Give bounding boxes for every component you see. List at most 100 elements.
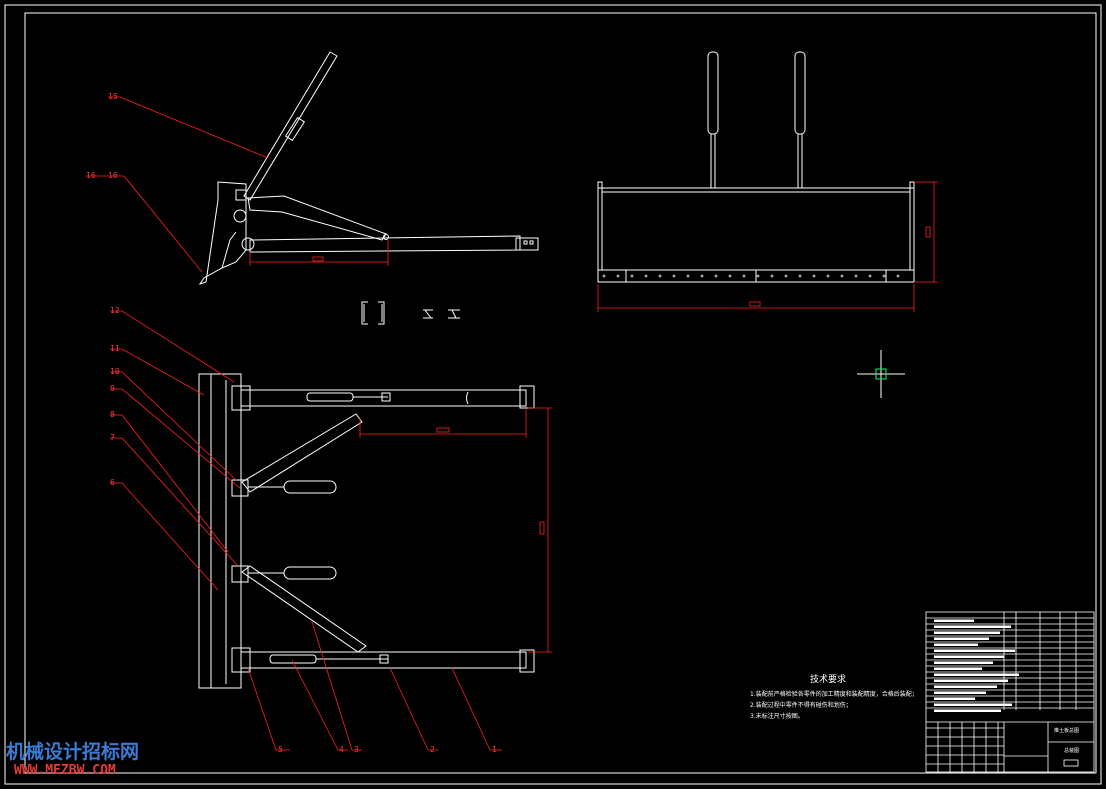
side-view-cylinder — [247, 195, 387, 241]
tech-req-line-3: 3.未标注尺寸按图。 — [750, 712, 804, 720]
part-label-3: 3 — [354, 745, 359, 754]
top-view-upper-hinge — [231, 385, 251, 411]
part-labels: 15 16 16 12 11 10 9 8 7 6 5 4 3 2 1 — [86, 92, 497, 754]
bolt-mark — [700, 274, 704, 278]
bolt-mark — [602, 274, 606, 278]
bolt-mark — [756, 274, 760, 278]
top-view-upper-cylinder — [306, 392, 354, 402]
bolt-mark — [840, 274, 844, 278]
tech-req-line-1: 1.装配前严格检验各零件的加工精度和装配精度，合格后装配； — [750, 690, 918, 698]
bolt-mark — [672, 274, 676, 278]
top-view — [198, 373, 535, 689]
front-view-cylinder-left — [707, 51, 719, 135]
bom-row-text — [934, 643, 978, 646]
front-view-blade — [597, 187, 915, 271]
top-view-dimensions — [359, 407, 552, 653]
title-block — [925, 611, 1095, 773]
front-view-cylinder-right — [794, 51, 806, 135]
bom-row-text — [934, 661, 993, 664]
bom-row-text — [934, 625, 1011, 628]
bolt-mark — [826, 274, 830, 278]
bom-row-text — [934, 703, 1012, 706]
part-label-8: 8 — [110, 410, 115, 419]
section-sketches — [361, 301, 460, 325]
top-view-upper-bracket — [231, 479, 249, 497]
side-view-beam-hole — [523, 240, 528, 245]
bom-row-text — [934, 637, 989, 640]
inner-border — [24, 12, 1097, 774]
top-view-lower-brace — [241, 565, 367, 653]
part-label-9: 9 — [110, 384, 115, 393]
channel-section-right — [378, 301, 385, 325]
part-label-16a: 16 — [86, 171, 96, 180]
bom-row-text — [934, 649, 1015, 652]
channel-section-left — [361, 301, 368, 325]
top-view-blade — [210, 373, 242, 689]
side-view-beam-end — [515, 237, 539, 251]
side-view-push-beam — [249, 235, 521, 253]
bolt-mark — [784, 274, 788, 278]
crosshair-cursor — [857, 350, 905, 398]
bolt-mark — [896, 274, 900, 278]
cursor-pickbox — [875, 368, 887, 380]
section-mark-b — [448, 309, 460, 319]
tech-req-line-2: 2.装配过程中零件不得有碰伤和划伤； — [750, 701, 852, 709]
bill-of-materials — [926, 617, 1094, 712]
front-view-blade-edge-left — [597, 181, 603, 271]
part-label-12: 12 — [110, 306, 120, 315]
section-mark-a — [423, 309, 433, 319]
side-view-rod-pin — [383, 234, 389, 240]
leader-lines — [86, 96, 502, 751]
bolt-mark — [854, 274, 858, 278]
part-label-4: 4 — [339, 745, 344, 754]
title-block-grid — [926, 722, 1004, 772]
top-view-tilt-cylinder-upper — [283, 480, 337, 494]
bom-row-text — [934, 709, 1001, 712]
top-view-tilt-cylinder-lower — [283, 566, 337, 580]
side-view-pivot-upper — [233, 209, 247, 223]
tech-req-title: 技术要求 — [810, 673, 846, 685]
technical-requirements: 技术要求 1.装配前严格检验各零件的加工精度和装配精度，合格后装配； 2.装配过… — [750, 673, 918, 720]
bolt-mark — [630, 274, 634, 278]
part-label-16b: 16 — [108, 171, 118, 180]
bom-row-text — [934, 685, 997, 688]
bolt-mark — [728, 274, 732, 278]
bom-row-text — [934, 667, 982, 670]
bolt-mark — [658, 274, 662, 278]
side-view-mount — [235, 189, 247, 201]
part-label-15: 15 — [108, 92, 118, 101]
bolt-mark — [868, 274, 872, 278]
part-label-5: 5 — [278, 745, 283, 754]
bom-row-text — [934, 691, 986, 694]
side-view-blade — [198, 181, 247, 285]
top-view-lower-beam-end — [519, 649, 535, 673]
part-label-7: 7 — [110, 433, 115, 442]
title-block-sheet-label: 总装图 — [1064, 747, 1079, 754]
top-view-lower-push-beam — [240, 651, 527, 669]
side-view-lift-arm — [243, 51, 338, 201]
part-label-10: 10 — [110, 367, 120, 376]
top-view-upper-beam-end — [519, 385, 535, 409]
top-view-lower-hinge — [231, 647, 251, 673]
bolt-mark — [798, 274, 802, 278]
watermark-url: WWW.MEZBW.COM — [14, 763, 116, 778]
title-block-frame — [925, 611, 1095, 773]
watermark: 机械设计招标网 WWW.MEZBW.COM — [6, 740, 139, 778]
bom-row-text — [934, 673, 1019, 676]
front-view-blade-edge-right — [909, 181, 915, 271]
part-label-6: 6 — [110, 478, 115, 487]
front-view-dimensions — [597, 181, 938, 312]
bolt-mark — [686, 274, 690, 278]
top-view-upper-push-beam — [240, 389, 527, 407]
front-view-bolt-row — [602, 274, 900, 278]
part-label-1: 1 — [492, 745, 497, 754]
top-view-upper-brace — [241, 413, 363, 493]
outer-border — [4, 4, 1102, 785]
side-view — [198, 51, 539, 285]
bolt-mark — [742, 274, 746, 278]
bom-row-text — [934, 631, 1000, 634]
part-label-2: 2 — [430, 745, 435, 754]
bom-row-text — [934, 697, 975, 700]
